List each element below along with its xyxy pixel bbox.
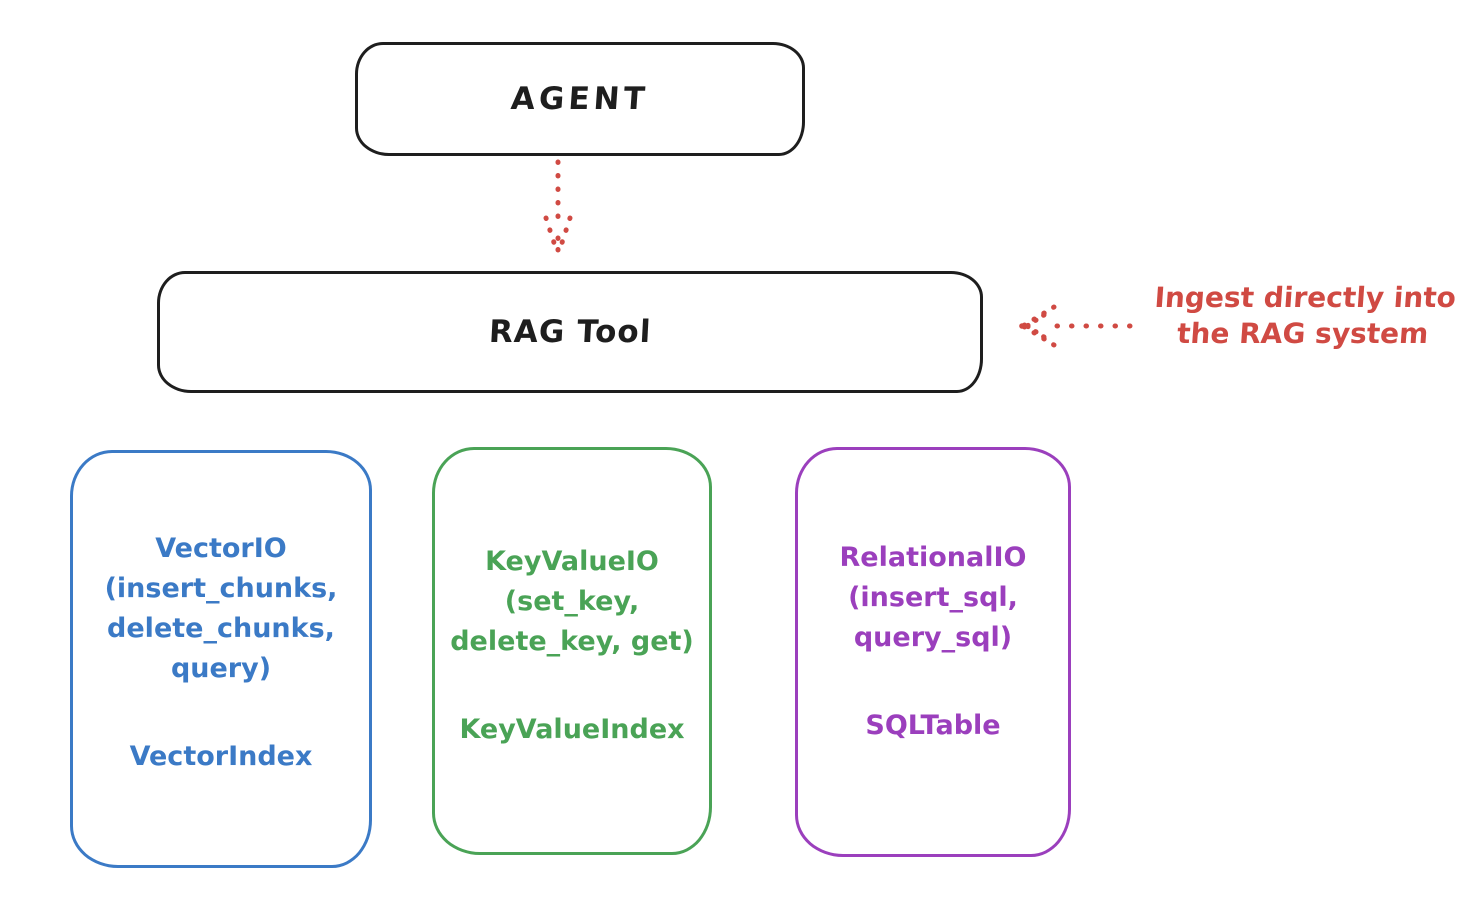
ingest-annotation-line1: Ingest directly into xyxy=(1153,281,1458,314)
store-box-vector-io: VectorIO (insert_chunks, delete_chunks, … xyxy=(70,450,372,868)
store-box-keyvalue-io: KeyValueIO (set_key, delete_key, get) Ke… xyxy=(432,447,712,855)
agent-box: AGENT xyxy=(355,42,805,156)
ingest-annotation-line2: the RAG system xyxy=(1176,317,1430,350)
store-box-relational-io: RelationalIO (insert_sql, query_sql) SQL… xyxy=(795,447,1071,857)
store-methods-keyvalue-io: (set_key, delete_key, get) xyxy=(450,586,694,657)
store-index-keyvalue-index: KeyValueIndex xyxy=(459,714,685,745)
store-methods-vector-io: (insert_chunks, delete_chunks, query) xyxy=(104,573,338,684)
store-name-keyvalue-io: KeyValueIO xyxy=(485,546,659,577)
rag-tool-label: RAG Tool xyxy=(487,314,653,350)
rag-tool-box: RAG Tool xyxy=(157,271,983,393)
store-name-vector-io: VectorIO xyxy=(155,533,287,564)
ingest-arrow-icon xyxy=(1019,304,1133,348)
store-index-vector-index: VectorIndex xyxy=(129,741,313,772)
store-index-sql-table: SQLTable xyxy=(865,710,1001,741)
agent-label: AGENT xyxy=(509,81,651,117)
ingest-annotation: Ingest directly into the RAG system xyxy=(1125,280,1482,352)
agent-to-rag-arrow-icon xyxy=(543,159,573,259)
store-name-relational-io: RelationalIO xyxy=(839,542,1027,573)
store-methods-relational-io: (insert_sql, query_sql) xyxy=(848,582,1018,653)
